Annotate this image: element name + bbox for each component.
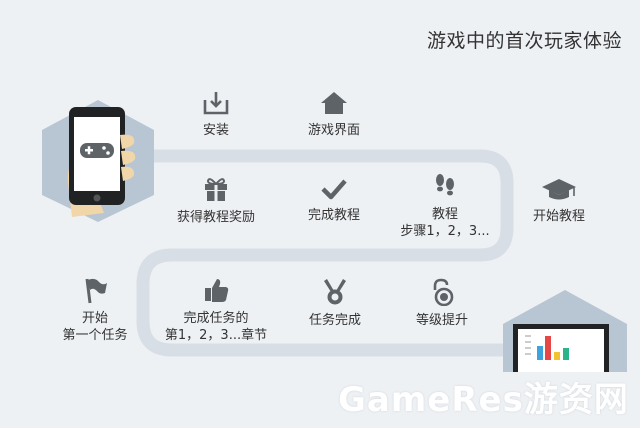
flag-icon	[85, 278, 107, 304]
step-level-up-label: 等级提升	[415, 313, 468, 328]
step-task-complete: 任务完成	[298, 278, 372, 329]
gift-icon	[205, 178, 227, 201]
home-icon	[321, 92, 347, 114]
phone-hexagon-illustration	[42, 100, 154, 222]
step-tutorial-steps-label-line2: 步骤1，2，3...	[400, 224, 490, 239]
step-start-tutorial-label: 开始教程	[532, 209, 585, 224]
step-game-interface: 游戏界面	[296, 90, 372, 139]
thumbs-up-icon	[205, 279, 229, 302]
step-level-up: 等级提升	[404, 278, 480, 329]
step-install: 安装	[186, 90, 246, 139]
unlock-icon	[433, 278, 454, 306]
graduation-cap-icon	[542, 179, 576, 200]
diagram-title: 游戏中的首次玩家体验	[426, 30, 622, 52]
step-first-task-label-line2: 第一个任务	[62, 328, 128, 343]
step-start-tutorial: 开始教程	[518, 178, 600, 225]
step-complete-tutorial-label: 完成教程	[307, 208, 360, 223]
step-chapter-tasks-label-line2: 第1，2，3...章节	[164, 328, 268, 343]
step-first-task: 开始 第一个任务	[50, 276, 140, 344]
step-tutorial-steps-label-line1: 教程	[431, 207, 458, 222]
step-tutorial-reward: 获得教程奖励	[168, 175, 264, 226]
step-tutorial-reward-label: 获得教程奖励	[176, 210, 255, 225]
step-task-complete-label: 任务完成	[308, 313, 361, 328]
footprints-icon	[436, 174, 454, 196]
watermark: GameRes游资网	[338, 380, 629, 420]
medal-icon	[324, 279, 346, 305]
step-chapter-tasks: 完成任务的 第1，2，3...章节	[160, 276, 272, 344]
checkmark-icon	[321, 179, 347, 200]
step-chapter-tasks-label-line1: 完成任务的	[183, 311, 249, 326]
download-icon	[203, 92, 229, 115]
step-install-label: 安装	[202, 123, 229, 138]
step-first-task-label-line1: 开始	[81, 311, 108, 326]
step-complete-tutorial: 完成教程	[296, 177, 372, 224]
step-tutorial-steps: 教程 步骤1，2，3...	[388, 172, 502, 240]
stats-monitor-illustration	[503, 290, 627, 372]
step-game-interface-label: 游戏界面	[307, 123, 360, 138]
